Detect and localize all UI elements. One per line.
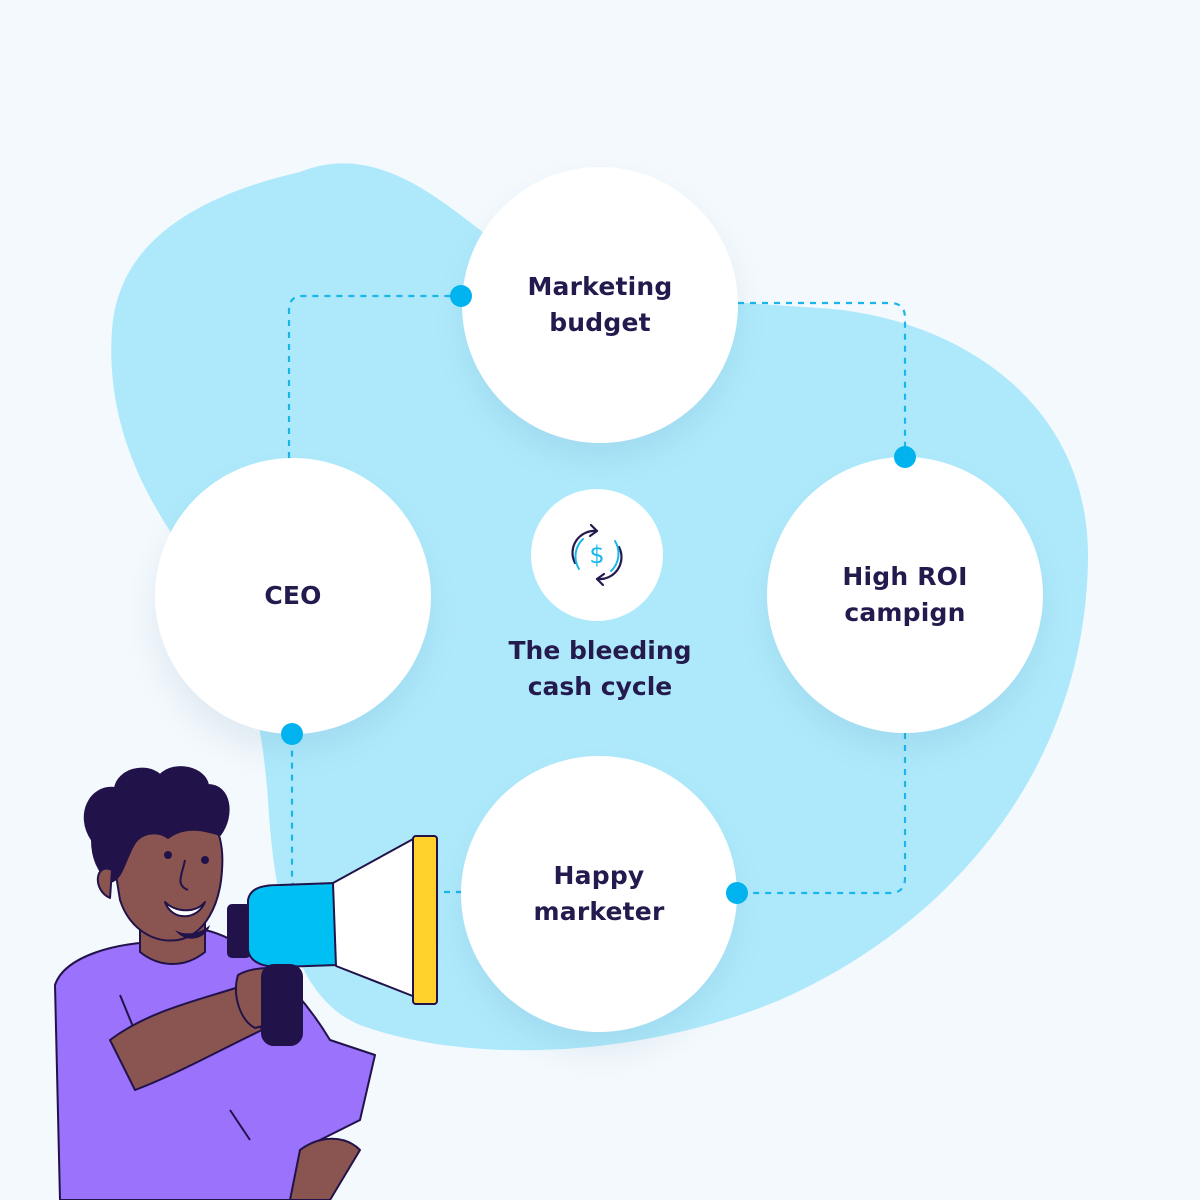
node-label: CEO xyxy=(264,581,322,610)
diagram-title: The bleeding cash cycle xyxy=(508,636,692,701)
person-figure xyxy=(54,766,376,1200)
connector-campaign-to-marketer xyxy=(737,733,907,895)
connector-dot xyxy=(281,723,303,745)
smile xyxy=(164,901,206,918)
svg-text:$: $ xyxy=(589,541,604,569)
megaphone xyxy=(227,835,438,1046)
center-icon-badge: $ xyxy=(531,489,663,621)
connector-ceo-to-budget xyxy=(287,294,462,458)
dollar-cycle-icon: $ xyxy=(571,523,623,587)
node-marketing-budget: Marketing budget xyxy=(462,167,738,443)
node-happy-marketer: Happy marketer xyxy=(461,756,737,1032)
connector-dot xyxy=(450,285,472,307)
node-label: Marketing budget xyxy=(527,272,673,337)
hair xyxy=(83,766,230,883)
node-ceo: CEO xyxy=(155,458,431,734)
node-high-roi-campaign: High ROI campign xyxy=(767,457,1043,733)
connector-dot xyxy=(894,446,916,468)
connector-dot xyxy=(726,882,748,904)
node-label: High ROI campign xyxy=(842,562,968,627)
node-label: Happy marketer xyxy=(533,861,665,926)
